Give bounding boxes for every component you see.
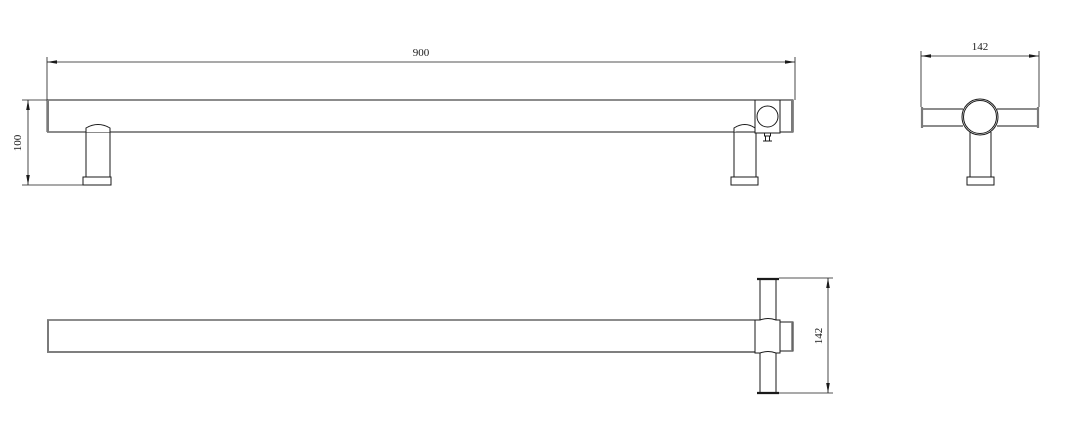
dimension-100-label: 100 [12, 134, 24, 151]
dimension-100 [22, 99, 83, 186]
dimension-900 [46, 57, 796, 132]
front-left-leg [82, 124, 112, 186]
front-bar [47, 99, 780, 133]
dimension-142-side [920, 51, 1040, 107]
front-right-leg [730, 124, 759, 186]
dimension-142-side-label: 142 [972, 41, 989, 53]
top-bar [47, 319, 755, 353]
top-cross-tube [754, 277, 794, 395]
front-view [22, 57, 796, 186]
top-view [47, 277, 833, 395]
dimension-900-label: 900 [413, 47, 430, 59]
dimension-142-top [779, 277, 833, 394]
front-connector-block [754, 99, 794, 134]
side-view [920, 51, 1040, 186]
dimension-142-top-label: 142 [813, 328, 825, 345]
screw-icon [763, 132, 772, 142]
